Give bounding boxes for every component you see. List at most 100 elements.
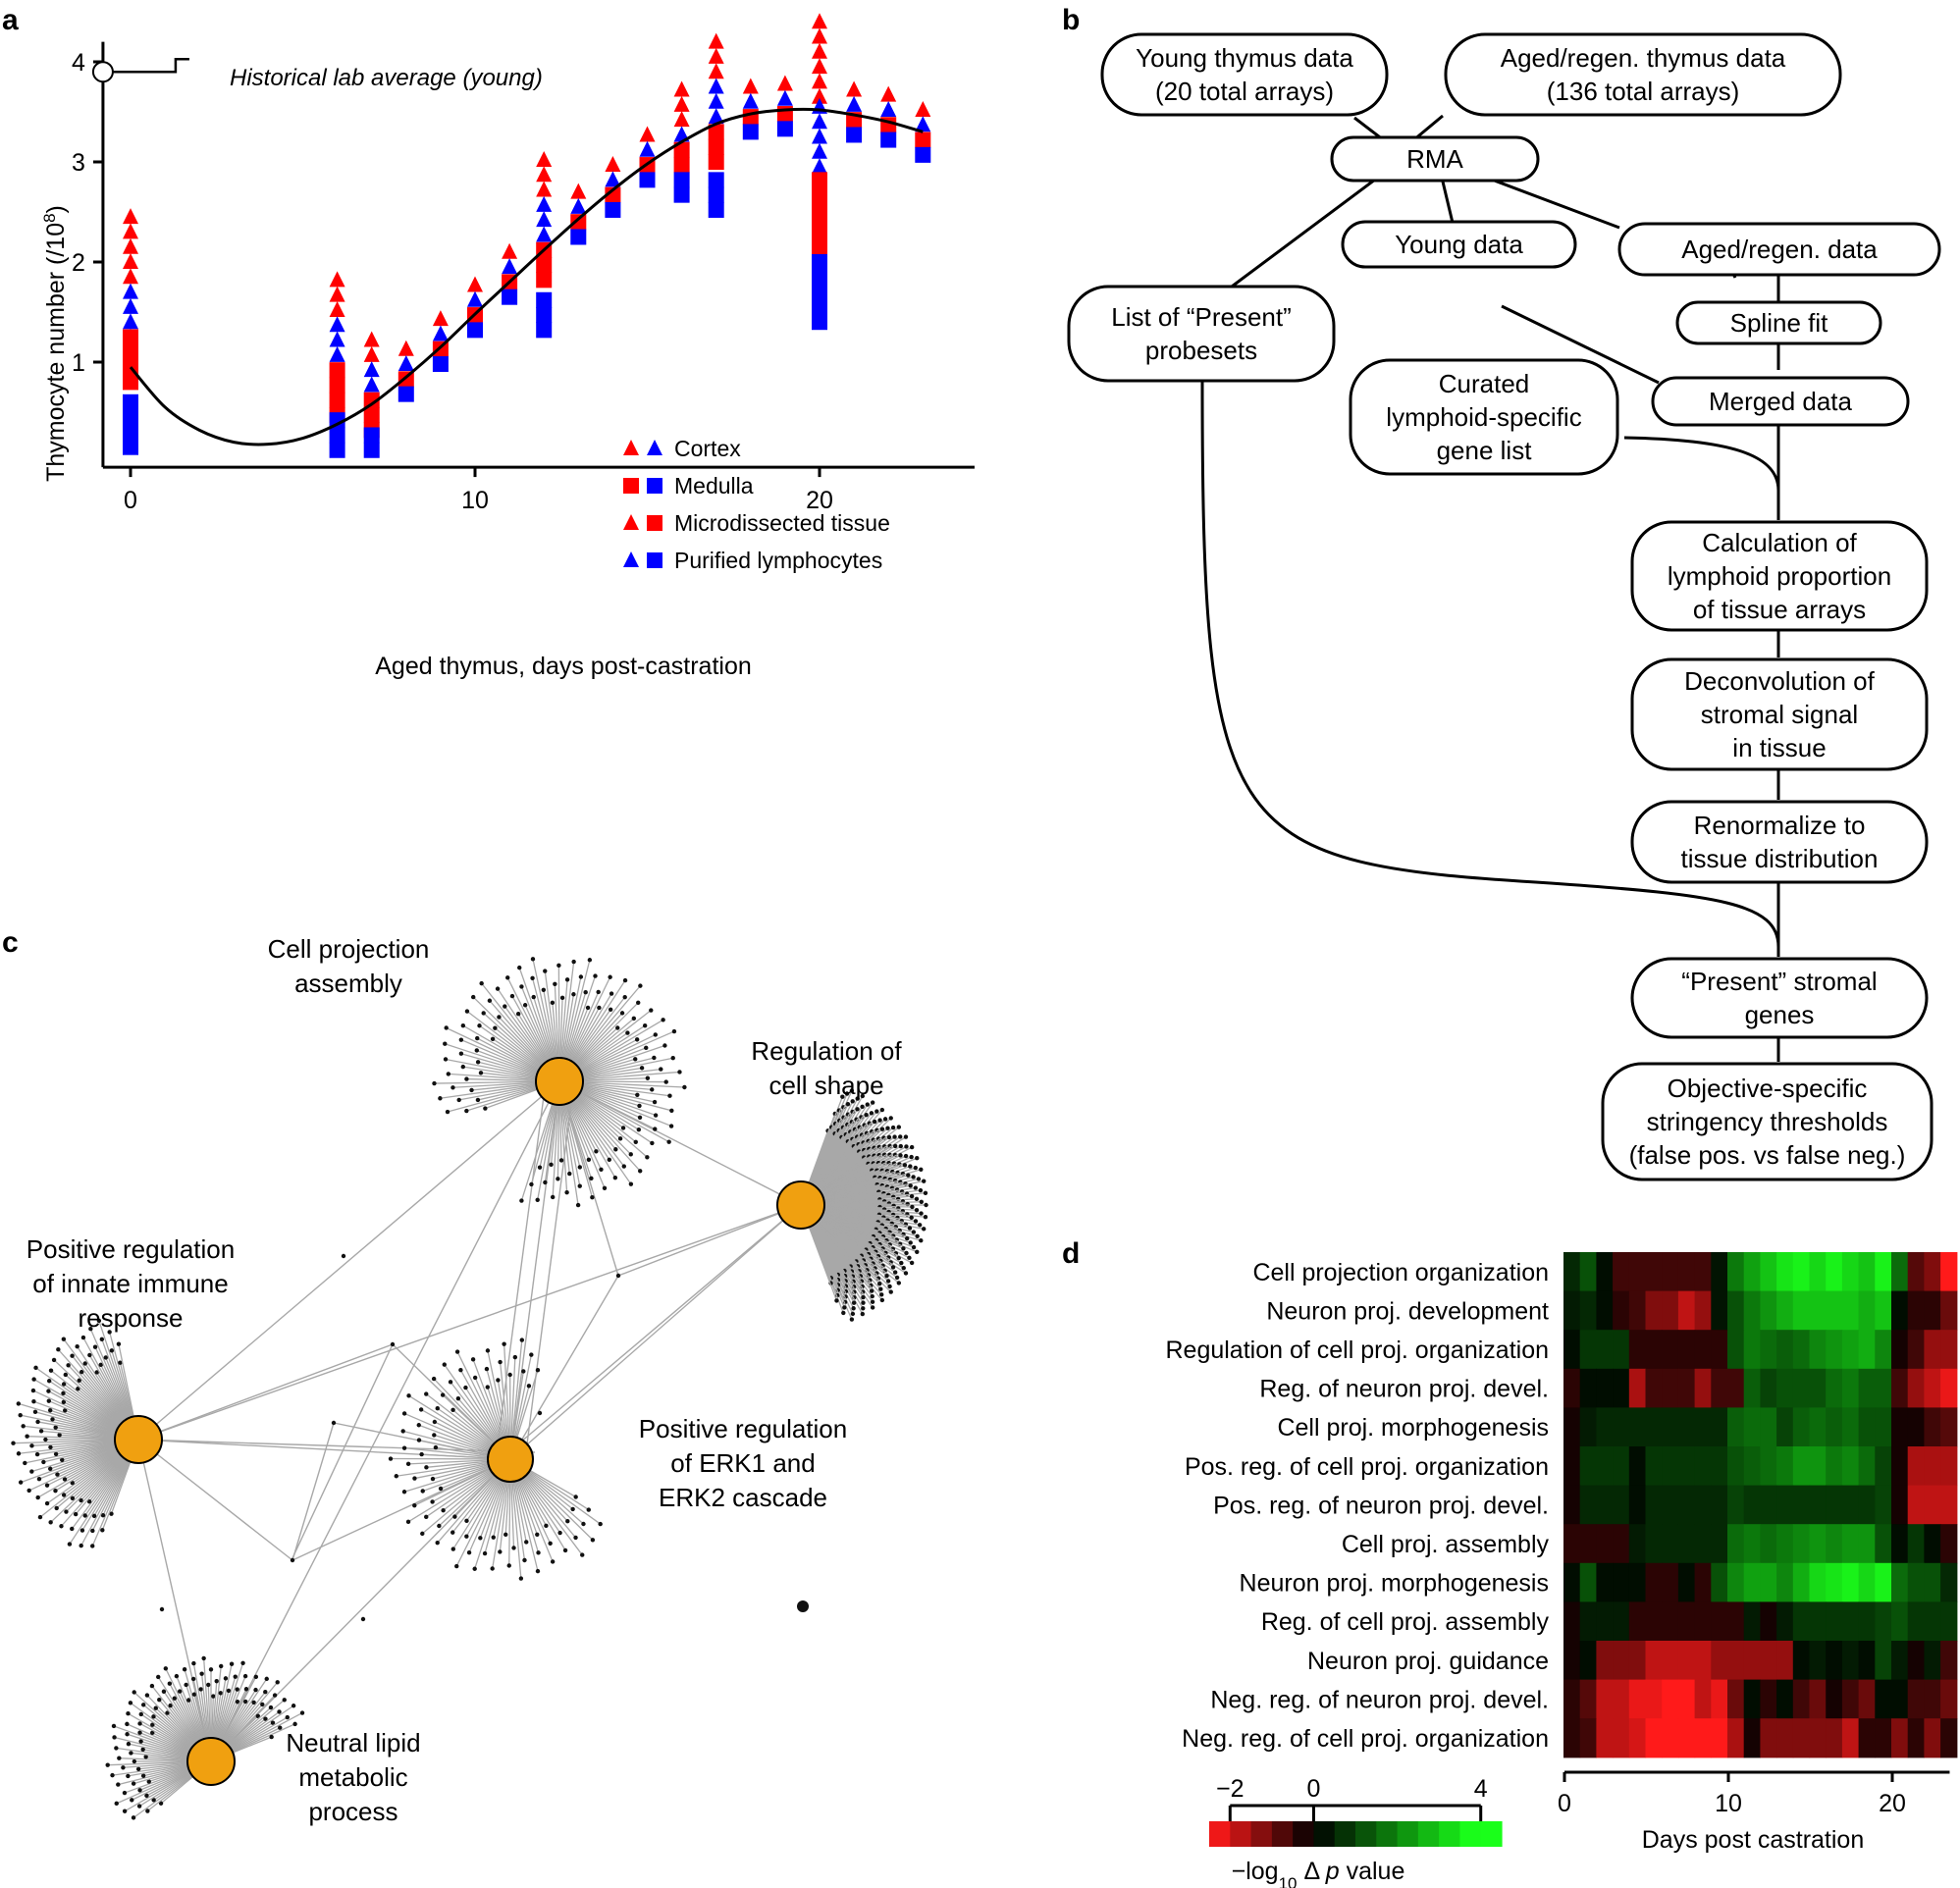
flowchart-node-label: Spline fit: [1730, 308, 1828, 338]
heatmap-cell: [1613, 1252, 1630, 1292]
network-leaf: [172, 1696, 178, 1701]
network-leaf: [625, 1030, 630, 1035]
network-leaf: [619, 1011, 625, 1016]
heatmap-cell: [1579, 1562, 1597, 1602]
heatmap-cell: [1841, 1330, 1860, 1370]
network-leaf: [126, 1741, 132, 1747]
network-leaf: [18, 1480, 24, 1485]
network-leaf: [590, 1195, 595, 1200]
flowchart-node-spline-fit: [1675, 300, 1882, 345]
network-leaf: [628, 1181, 634, 1186]
network-leaf: [37, 1514, 43, 1520]
heatmap-cell: [1645, 1368, 1663, 1408]
heatmap-cell: [1711, 1290, 1728, 1331]
network-leaf: [50, 1417, 55, 1422]
heatmap-cell: [1743, 1368, 1761, 1408]
network-leaf: [201, 1655, 206, 1661]
heatmap-cell: [1792, 1330, 1811, 1370]
heatmap-cell: [1776, 1290, 1794, 1331]
network-leaf: [879, 1297, 885, 1303]
network-leaf: [458, 1037, 464, 1042]
heatmap-cell: [1613, 1641, 1630, 1681]
heatmap-cell: [1858, 1290, 1876, 1331]
heatmap-cell: [1628, 1407, 1647, 1447]
network-leaf: [277, 1709, 282, 1714]
network-leaf: [638, 983, 643, 988]
network-leaf: [109, 1348, 115, 1353]
network-leaf: [633, 1057, 638, 1062]
heatmap-cell: [1841, 1368, 1860, 1408]
network-leaf: [653, 1127, 658, 1131]
heatmap-cell: [1711, 1446, 1728, 1487]
heatmap-cell: [1776, 1524, 1794, 1564]
cortex-tissue-point: [776, 75, 793, 91]
network-leaf: [109, 1511, 114, 1516]
medulla-lymphocyte-point: [708, 172, 724, 188]
medulla-lymphocyte-point: [880, 131, 897, 148]
cortex-tissue-point: [812, 87, 827, 104]
network-leaf: [48, 1520, 53, 1525]
network-leaf: [615, 1025, 620, 1030]
heatmap-cell: [1792, 1252, 1811, 1292]
heatmap-cell: [1563, 1601, 1581, 1642]
heatmap-cell: [1727, 1524, 1745, 1564]
heatmap-cell: [1891, 1407, 1909, 1447]
heatmap-cell: [1841, 1290, 1860, 1331]
network-leaf: [32, 1409, 38, 1415]
heatmap-cell: [1792, 1562, 1811, 1602]
heatmap-cell: [1924, 1601, 1941, 1642]
heatmap-cell: [1596, 1485, 1614, 1525]
heatmap-cell: [1662, 1718, 1679, 1758]
network-leaf: [47, 1466, 53, 1471]
medulla-lymphocyte-point: [673, 172, 690, 188]
cortex-lymphocyte-point: [123, 297, 138, 314]
cortex-lymphocyte-point: [846, 95, 863, 112]
heatmap-cell: [1596, 1446, 1614, 1487]
flowchart-node-label: of tissue arrays: [1693, 595, 1866, 624]
cortex-tissue-point: [846, 80, 863, 97]
network-leaf: [460, 1064, 466, 1070]
network-leaf: [477, 1023, 482, 1028]
heatmap-cell: [1628, 1290, 1647, 1331]
network-leaf: [450, 1407, 455, 1413]
network-leaf: [874, 1109, 879, 1114]
heatmap-cell: [1875, 1446, 1892, 1487]
heatmap-cell: [1940, 1407, 1958, 1447]
network-leaf: [670, 1056, 675, 1061]
network-leaf: [30, 1388, 36, 1393]
heatmap-cell: [1940, 1290, 1958, 1331]
heatmap-cell: [1677, 1601, 1696, 1642]
network-leaf: [590, 1538, 596, 1543]
colorbar-swatch: [1480, 1821, 1503, 1847]
network-leaf: [56, 1347, 61, 1352]
network-leaf: [463, 1385, 468, 1390]
network-leaf: [855, 1096, 860, 1101]
heatmap-cell: [1907, 1290, 1925, 1331]
network-leaf: [851, 1306, 856, 1311]
network-edge: [210, 1458, 511, 1762]
network-leaf: [23, 1460, 27, 1466]
y-tick-label: 3: [72, 149, 85, 177]
heatmap-cell: [1613, 1601, 1630, 1642]
network-leaf: [562, 1547, 568, 1553]
network-leaf: [907, 1226, 913, 1231]
medulla-lymphocyte-point: [329, 442, 345, 458]
network-node: [360, 1616, 366, 1622]
heatmap-cell: [1694, 1252, 1712, 1292]
network-leaf: [524, 1540, 529, 1545]
network-leaf: [79, 1497, 83, 1503]
network-leaf: [515, 1012, 521, 1017]
medulla-lymphocyte-point: [363, 442, 380, 458]
network-leaf: [435, 1540, 440, 1546]
network-leaf: [503, 1532, 508, 1538]
cortex-tissue-point: [363, 331, 380, 347]
heatmap-cell: [1809, 1368, 1827, 1408]
network-leaf: [35, 1495, 40, 1500]
network-leaf: [420, 1531, 425, 1537]
cortex-lymphocyte-point: [605, 171, 621, 187]
flowchart-node-rma: [1330, 135, 1540, 183]
heatmap-cell: [1677, 1290, 1696, 1331]
heatmap-cell: [1596, 1524, 1614, 1564]
flowchart-node-label: lymphoid proportion: [1668, 561, 1891, 591]
heatmap-cell: [1858, 1407, 1876, 1447]
